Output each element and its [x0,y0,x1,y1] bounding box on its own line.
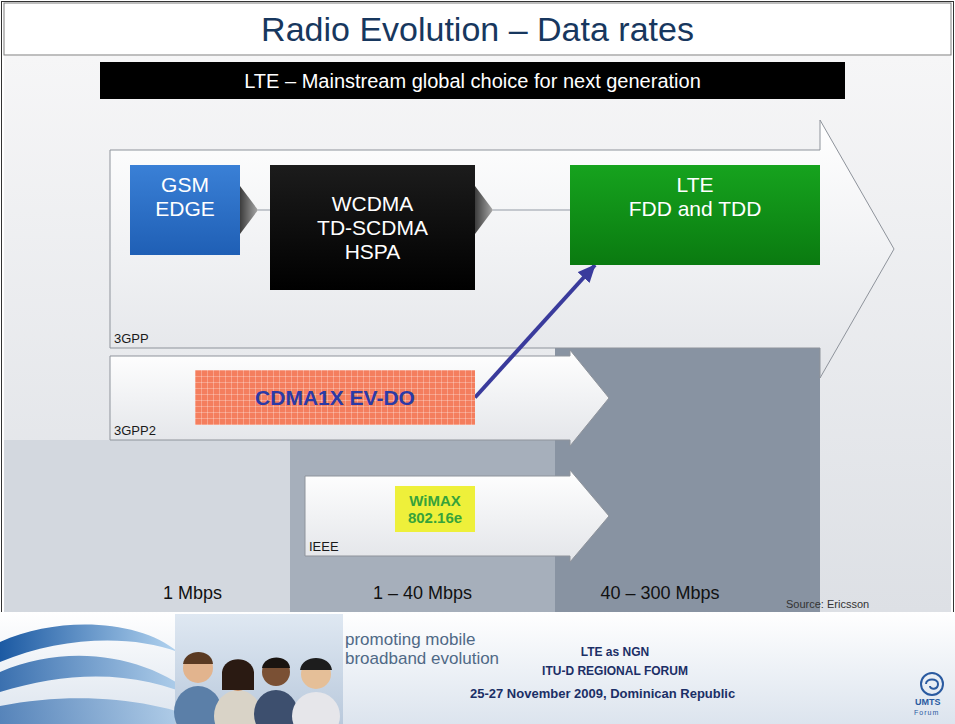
label-area: 1 – 40 Mbps [340,582,505,604]
label-area: ITU-D REGIONAL FORUM [530,664,700,679]
title-area: Radio Evolution – Data rates [4,3,951,55]
band-arrow-outline [110,120,894,378]
label-area: Forum [914,708,939,717]
technology-box: WCDMA TD-SCDMA HSPA [270,165,475,290]
headline-bar: LTE – Mainstream global choice for next … [100,62,845,99]
label-area: 40 – 300 Mbps [575,582,745,604]
connector-line [258,209,270,211]
event-line: 25-27 November 2009, Dominican Republic [470,686,735,702]
band-label: 3GPP [114,331,149,347]
band-arrow-outline [110,350,609,446]
rate-label: 40 – 300 Mbps [575,582,745,604]
rate-column [4,440,290,612]
footer-swirl [0,656,200,700]
standard-band-arrow: IEEE WiMAX 802.16e [305,470,610,562]
connector-line [493,209,570,211]
box-text: FDD and TDD [629,197,762,221]
footer-slogan: promoting mobile broadband evolution [345,630,510,668]
footer-ground [0,612,955,724]
box-text: GSM EDGE [145,173,225,221]
technology-box: CDMA1X EV-DO [195,370,475,425]
logo-text: Forum [914,708,939,717]
label-area: 25-27 November 2009, Dominican Republic [470,686,735,702]
label-area: promoting mobile broadband evolution [345,630,510,668]
label-area: Source: Ericsson [786,598,869,611]
box-text: CDMA1X EV-DO [255,386,415,410]
slide-border [2,2,954,613]
source-note: Source: Ericsson [786,598,869,611]
box-text: WCDMA TD-SCDMA HSPA [315,192,431,264]
slide-title: Radio Evolution – Data rates [261,10,694,49]
band-label: 3GPP2 [114,423,156,439]
box-text: LTE [677,173,714,197]
logo-text: UMTS [915,697,941,708]
people-photo [174,652,340,724]
rate-label: 1 – 40 Mbps [340,582,505,604]
content-ground [4,56,951,612]
event-line: ITU-D REGIONAL FORUM [530,664,700,679]
label-area: LTE as NGN [530,645,700,660]
standard-band-arrow: 3GPP2 CDMA1X EV-DO [110,350,610,446]
technology-box: WiMAX 802.16e [395,486,475,532]
band-arrow-outline [305,470,609,562]
label-area: 1 Mbps [130,582,255,604]
event-line: LTE as NGN [530,645,700,660]
technology-box: GSM EDGE [130,165,240,255]
box-text: WiMAX 802.16e [404,492,466,526]
headline-text: LTE – Mainstream global choice for next … [244,69,701,93]
title-box [4,3,951,55]
label-area: UMTS [915,697,941,708]
standard-band-arrow: 3GPP GSM EDGE WCDMA TD-SCDMA HSPA LTEFDD an… [110,120,895,378]
rate-label: 1 Mbps [130,582,255,604]
band-label: IEEE [309,539,339,555]
umts-logo [921,673,943,695]
technology-box: LTEFDD and TDD [570,165,820,265]
